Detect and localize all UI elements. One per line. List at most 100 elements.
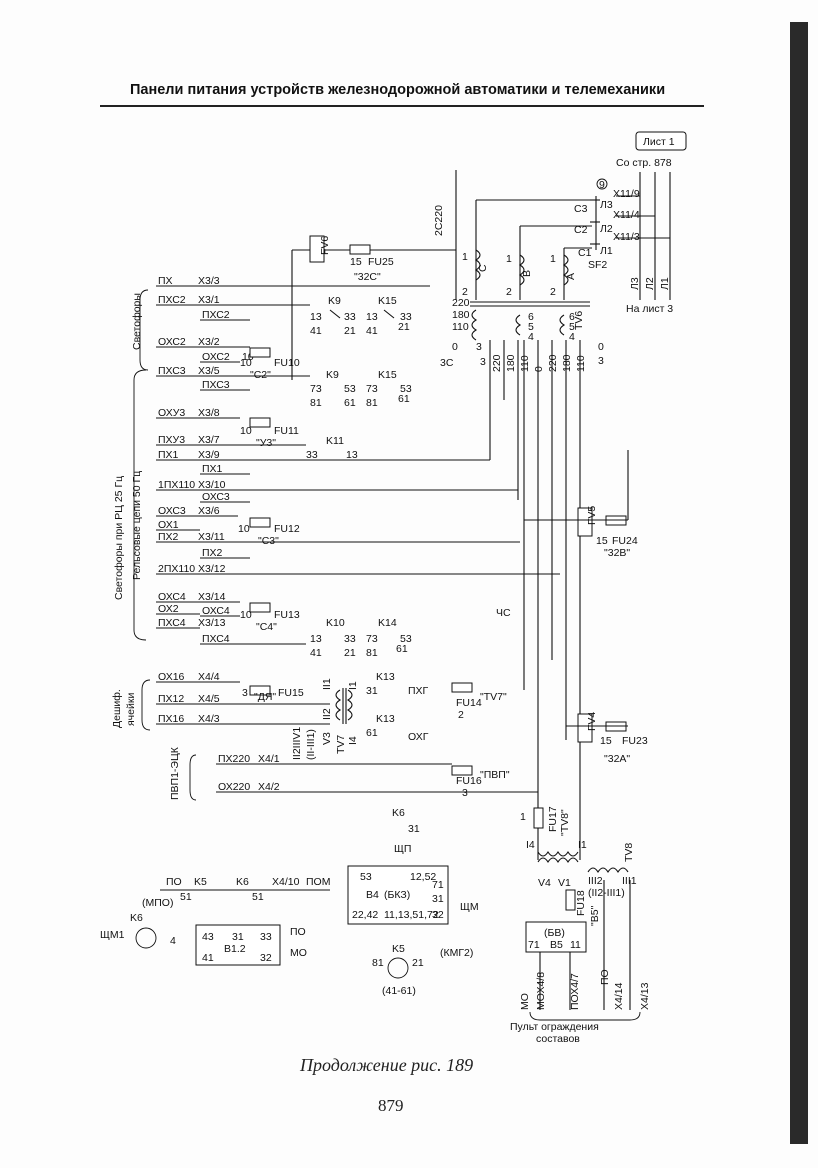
svg-text:180: 180	[505, 354, 517, 372]
svg-text:I1: I1	[578, 839, 587, 851]
svg-text:73: 73	[366, 633, 378, 645]
svg-text:ЧС: ЧС	[496, 607, 511, 619]
svg-text:SF2: SF2	[588, 259, 607, 271]
wire-terminal: X3/11	[198, 531, 225, 543]
svg-text:13: 13	[310, 311, 322, 323]
svg-text:220: 220	[452, 297, 470, 309]
wire-label: ОХ2	[158, 603, 179, 615]
svg-text:(41-61): (41-61)	[382, 985, 416, 997]
wire-terminal: X4/4	[198, 671, 220, 683]
wire-terminal: X4/2	[258, 781, 280, 793]
svg-text:1: 1	[506, 253, 512, 265]
wire-terminal: X3/3	[198, 275, 220, 287]
svg-text:41: 41	[310, 325, 322, 337]
svg-text:(БВ): (БВ)	[544, 927, 565, 939]
svg-text:61: 61	[396, 643, 408, 655]
fuse-fu12: 10 FU12 "C3"	[238, 517, 300, 547]
svg-text:10: 10	[240, 357, 252, 369]
svg-text:41: 41	[202, 952, 214, 964]
wire-terminal: X3/14	[198, 591, 226, 603]
svg-text:3: 3	[598, 355, 604, 367]
svg-text:22,42: 22,42	[352, 909, 378, 921]
svg-text:FU15: FU15	[278, 687, 304, 699]
svg-text:B5: B5	[550, 939, 563, 951]
svg-text:71: 71	[528, 939, 540, 951]
fuse-fu16: FU16 "ПВП" 3	[451, 765, 510, 799]
svg-text:II2: II2	[321, 708, 333, 720]
fuse-fu13: 10 FU13 "C4"	[240, 602, 300, 633]
svg-text:Л2: Л2	[600, 223, 613, 235]
svg-text:3: 3	[480, 356, 486, 368]
svg-text:ПО: ПО	[166, 876, 182, 888]
svg-text:4: 4	[170, 935, 176, 947]
svg-text:(II-III1): (II-III1)	[305, 729, 317, 760]
svg-text:53: 53	[360, 871, 372, 883]
svg-text:10: 10	[240, 609, 252, 621]
svg-text:FU17: FU17	[547, 806, 559, 832]
svg-text:K6: K6	[130, 912, 143, 924]
relay-k10-k14: K10 K14 13 33 73 53 41 21 81 61 ЧС	[310, 607, 511, 659]
svg-text:110: 110	[519, 355, 531, 372]
svg-text:"TV7": "TV7"	[480, 691, 507, 703]
wire-label: 2ПХ110	[158, 563, 195, 575]
wire-label: ПХУ3	[158, 434, 185, 446]
svg-text:11: 11	[570, 939, 581, 951]
wire-terminal: X4/5	[198, 693, 220, 705]
wire-label: ОХС3	[202, 491, 230, 503]
svg-text:13: 13	[346, 449, 358, 461]
header-rule	[100, 105, 704, 107]
svg-text:3: 3	[462, 787, 468, 799]
svg-text:K5: K5	[392, 943, 405, 955]
svg-text:I4: I4	[347, 736, 359, 745]
relay-k11: K11 33 13	[306, 435, 358, 461]
svg-text:(МПО): (МПО)	[142, 897, 173, 909]
svg-text:B: B	[521, 270, 533, 277]
svg-text:МО: МО	[519, 993, 531, 1010]
svg-text:2: 2	[458, 709, 464, 721]
svg-text:"ДЯ": "ДЯ"	[254, 691, 276, 703]
svg-text:32: 32	[432, 909, 444, 921]
svg-text:FU13: FU13	[274, 609, 300, 621]
wire-label: ПХС3	[158, 365, 186, 377]
svg-text:TV6: TV6	[573, 311, 585, 330]
svg-text:K9: K9	[328, 295, 341, 307]
svg-text:K15: K15	[378, 369, 397, 381]
bracket-deshifr	[141, 679, 151, 731]
svg-text:TV7: TV7	[335, 735, 347, 754]
svg-text:На лист 3: На лист 3	[626, 303, 673, 315]
svg-text:81: 81	[366, 647, 378, 659]
svg-text:13: 13	[366, 311, 378, 323]
svg-text:K11: K11	[326, 435, 344, 447]
wire-terminal: X3/7	[198, 434, 220, 446]
svg-text:53: 53	[400, 633, 412, 645]
group-deshifr-2: ячейки	[125, 693, 137, 726]
svg-text:FV6: FV6	[319, 236, 331, 255]
svg-text:4: 4	[569, 331, 575, 343]
svg-text:K14: K14	[378, 617, 397, 629]
transformer-tv8: I4 I1 TV8 V4 V1 III2 III1 (II2-III1)	[526, 839, 637, 899]
svg-text:32: 32	[260, 952, 272, 964]
svg-text:12,52: 12,52	[410, 871, 436, 883]
svg-text:FU23: FU23	[622, 735, 648, 747]
fuse-fu18-group: FU18 "B5" (БВ) 71 B5 11 МО МОХ4/8 ПОХ4/7…	[510, 880, 651, 1045]
wire-terminal: X4/3	[198, 713, 220, 725]
wire-label: ОХ220	[218, 781, 250, 793]
svg-text:73: 73	[366, 383, 378, 395]
svg-text:10: 10	[240, 425, 252, 437]
wire-terminal: X3/8	[198, 407, 220, 419]
svg-text:"32А": "32А"	[604, 753, 630, 765]
svg-text:0: 0	[598, 341, 604, 353]
svg-text:0: 0	[452, 341, 458, 353]
group-svetofory: Светофоры	[131, 293, 143, 350]
svg-text:K9: K9	[326, 369, 339, 381]
svg-text:FV5: FV5	[586, 506, 598, 525]
svg-text:ПО: ПО	[290, 926, 306, 938]
svg-text:"C3": "C3"	[258, 535, 279, 547]
svg-text:4: 4	[528, 331, 534, 343]
figure-caption: Продолжение рис. 189	[300, 1055, 474, 1075]
wire-label: ОХС4	[158, 591, 186, 603]
svg-text:X11/3: X11/3	[613, 231, 640, 243]
page-header-title: Панели питания устройств железнодорожной…	[130, 82, 666, 98]
wire-terminal: X3/6	[198, 505, 220, 517]
